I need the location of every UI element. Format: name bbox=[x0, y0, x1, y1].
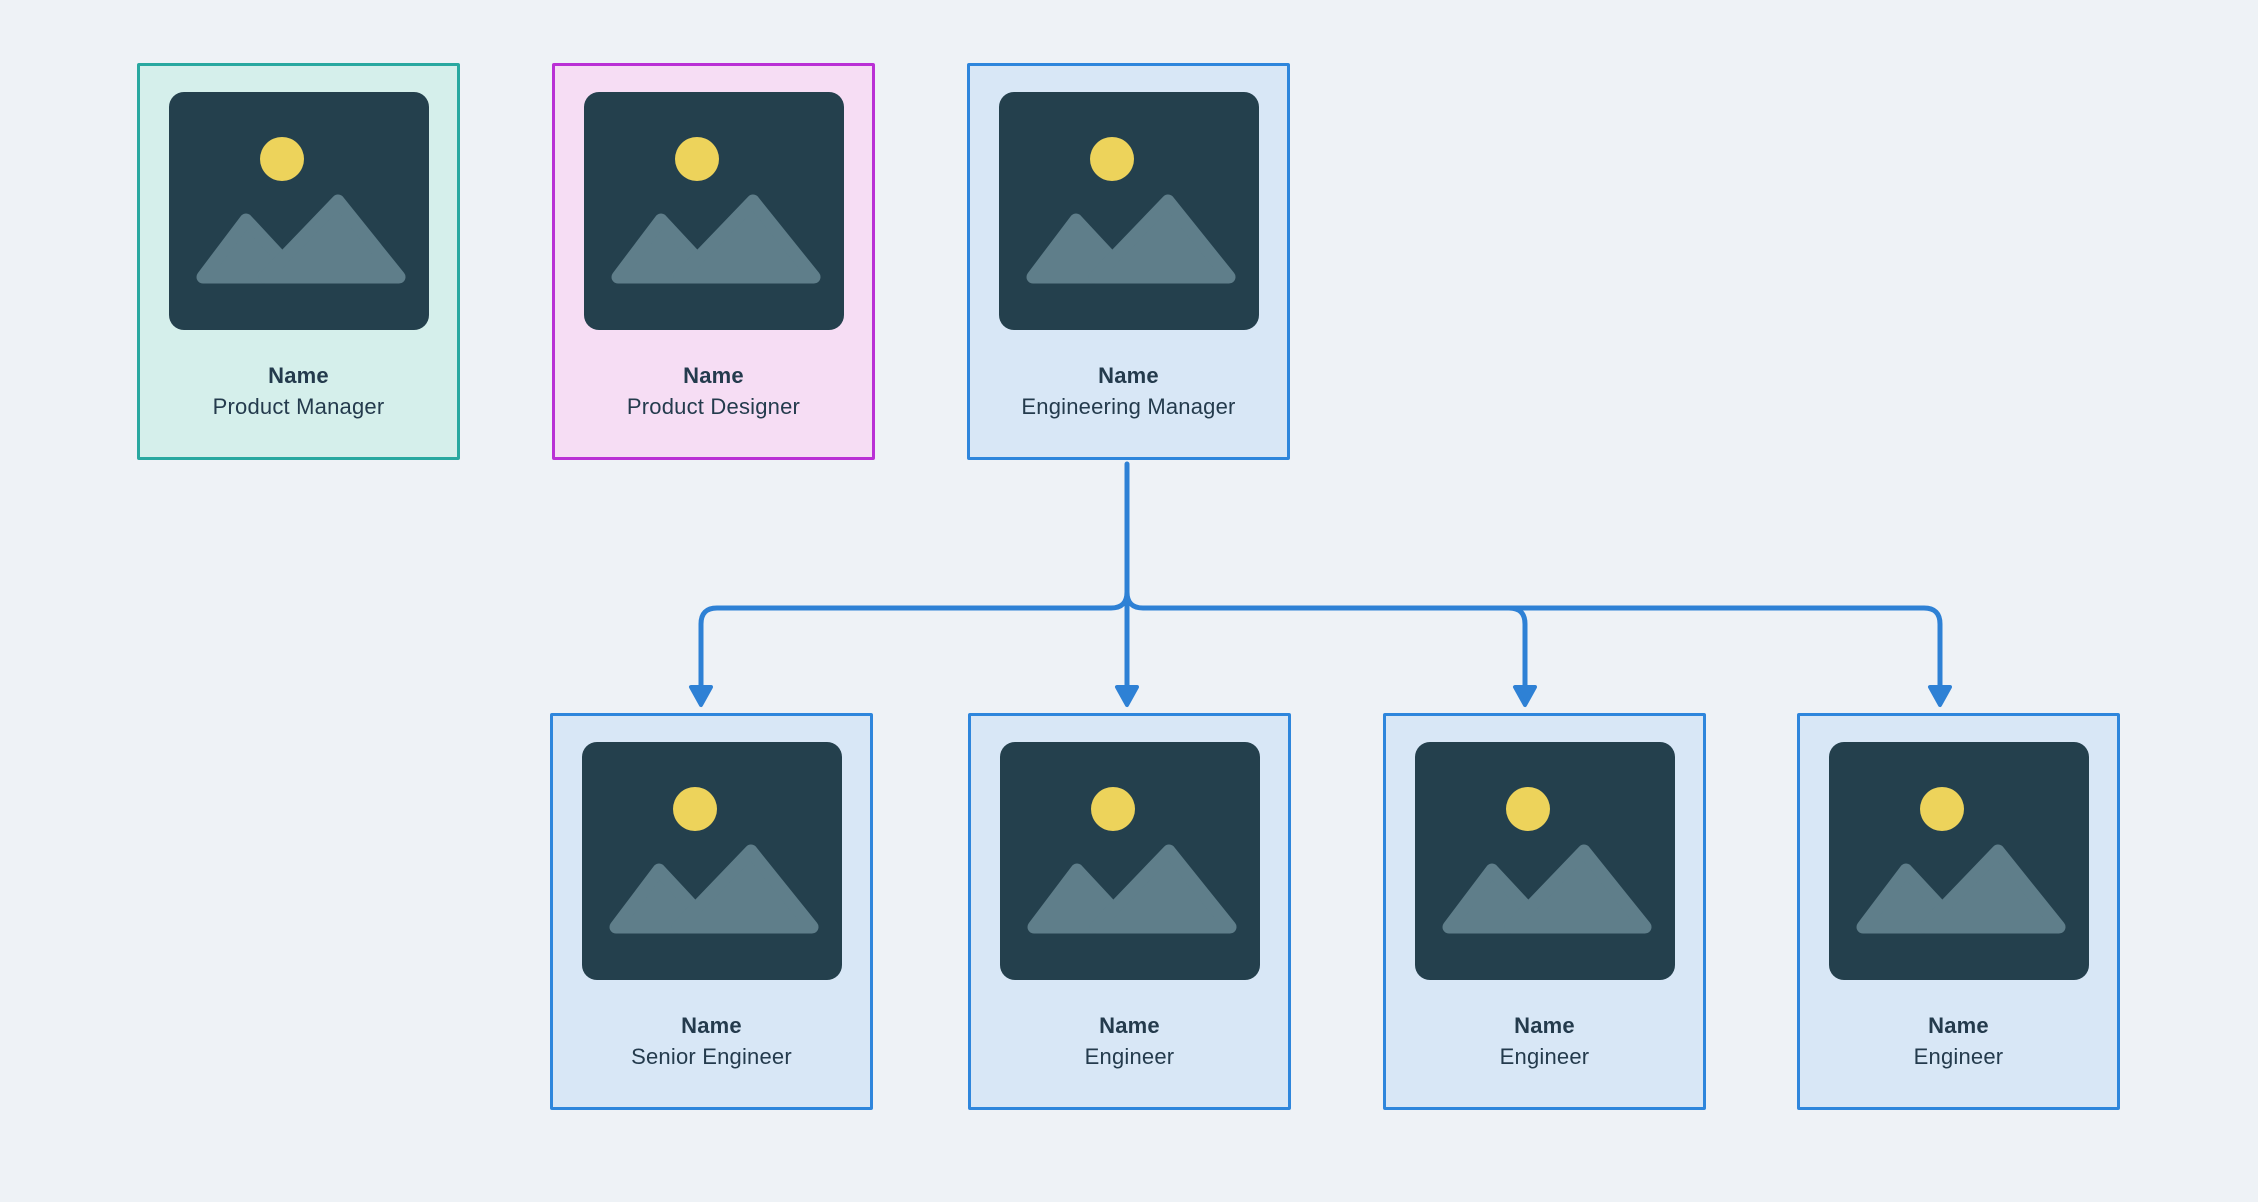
mountains-icon bbox=[1026, 194, 1235, 284]
connector-branch-left[interactable] bbox=[698, 589, 1130, 691]
org-card-product-designer[interactable]: Name Product Designer bbox=[552, 63, 875, 460]
sun-icon bbox=[674, 137, 719, 181]
org-card-engineer-1[interactable]: Name Engineer bbox=[968, 713, 1291, 1110]
image-placeholder-icon bbox=[999, 742, 1260, 980]
org-card-senior-engineer[interactable]: Name Senior Engineer bbox=[550, 713, 873, 1110]
mountains-icon bbox=[1027, 844, 1236, 934]
person-role: Senior Engineer bbox=[631, 1044, 792, 1069]
arrowhead-icon bbox=[1513, 685, 1537, 707]
mountains-icon bbox=[611, 194, 820, 284]
arrowhead-icon bbox=[1115, 685, 1139, 707]
person-role: Engineer bbox=[1084, 1044, 1175, 1069]
person-role: Engineering Manager bbox=[1021, 394, 1236, 419]
person-name: Name bbox=[683, 363, 744, 388]
person-role: Product Manager bbox=[212, 394, 385, 419]
mountains-icon bbox=[196, 194, 405, 284]
image-placeholder-icon bbox=[168, 92, 429, 330]
image-placeholder-icon bbox=[998, 92, 1259, 330]
arrowhead-icon bbox=[689, 685, 713, 707]
connector-branch-third[interactable] bbox=[1506, 605, 1528, 691]
image-placeholder-icon bbox=[583, 92, 844, 330]
person-role: Engineer bbox=[1913, 1044, 2004, 1069]
person-name: Name bbox=[1099, 1013, 1160, 1038]
person-name: Name bbox=[268, 363, 329, 388]
connector-branch-right[interactable] bbox=[1124, 589, 1943, 691]
person-name: Name bbox=[1928, 1013, 1989, 1038]
person-name: Name bbox=[1514, 1013, 1575, 1038]
org-card-engineer-3[interactable]: Name Engineer bbox=[1797, 713, 2120, 1110]
image-placeholder-icon bbox=[1828, 742, 2089, 980]
org-card-engineer-2[interactable]: Name Engineer bbox=[1383, 713, 1706, 1110]
org-card-product-manager[interactable]: Name Product Manager bbox=[137, 63, 460, 460]
mountains-icon bbox=[609, 844, 818, 934]
sun-icon bbox=[1090, 787, 1135, 831]
arrowhead-icon bbox=[1928, 685, 1952, 707]
person-role: Engineer bbox=[1499, 1044, 1590, 1069]
image-placeholder-icon bbox=[581, 742, 842, 980]
mountains-icon bbox=[1442, 844, 1651, 934]
sun-icon bbox=[259, 137, 304, 181]
person-name: Name bbox=[1098, 363, 1159, 388]
image-placeholder-icon bbox=[1414, 742, 1675, 980]
mountains-icon bbox=[1856, 844, 2065, 934]
sun-icon bbox=[672, 787, 717, 831]
org-card-engineering-manager[interactable]: Name Engineering Manager bbox=[967, 63, 1290, 460]
person-name: Name bbox=[681, 1013, 742, 1038]
person-role: Product Designer bbox=[626, 394, 801, 419]
sun-icon bbox=[1919, 787, 1964, 831]
sun-icon bbox=[1505, 787, 1550, 831]
sun-icon bbox=[1089, 137, 1134, 181]
